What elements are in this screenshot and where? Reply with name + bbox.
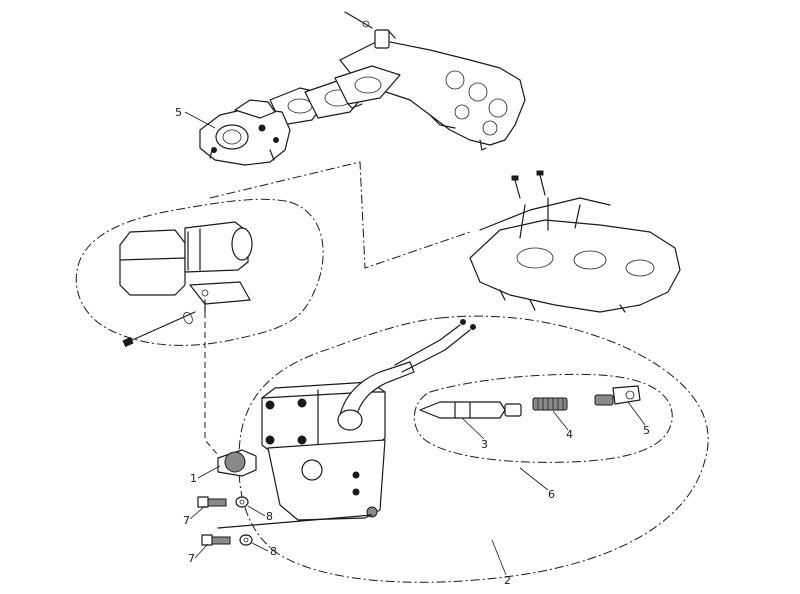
carburetor <box>199 99 291 166</box>
idle-actuator-motor <box>119 221 253 313</box>
callout-1: 1 <box>190 472 197 485</box>
throttle-body <box>469 170 681 313</box>
leader-carb-to-group <box>209 161 471 269</box>
callout-5-carburetor: 5 <box>175 106 182 119</box>
washer-upper <box>235 496 249 508</box>
callout-7-lower: 7 <box>188 552 195 565</box>
group-boundary-upper <box>75 198 324 346</box>
callout-8-lower: 8 <box>270 545 277 558</box>
rubber-bushing <box>217 449 257 477</box>
intake-manifold <box>339 11 526 151</box>
callout-8-upper: 8 <box>266 510 273 523</box>
callout-leaders <box>184 111 646 576</box>
solenoid-plunger <box>419 401 522 419</box>
callout-2: 2 <box>504 574 511 587</box>
callout-3: 3 <box>481 438 488 451</box>
mounting-bolt-long <box>122 311 196 348</box>
callout-6: 6 <box>548 488 555 501</box>
callout-5-kit: 5 <box>643 424 650 437</box>
leader-motor-to-bushing <box>204 312 219 456</box>
gasket-stack <box>269 65 401 126</box>
solenoid-bracket <box>217 319 476 529</box>
bolt-lower <box>201 534 231 546</box>
callout-4: 4 <box>566 428 573 441</box>
callout-7-upper: 7 <box>183 514 190 527</box>
bolt-upper <box>197 496 227 508</box>
washer-lower <box>239 534 253 546</box>
adjuster-eyelet <box>594 385 641 406</box>
plunger-spring <box>532 397 568 411</box>
group-boundary-kit <box>413 373 673 463</box>
